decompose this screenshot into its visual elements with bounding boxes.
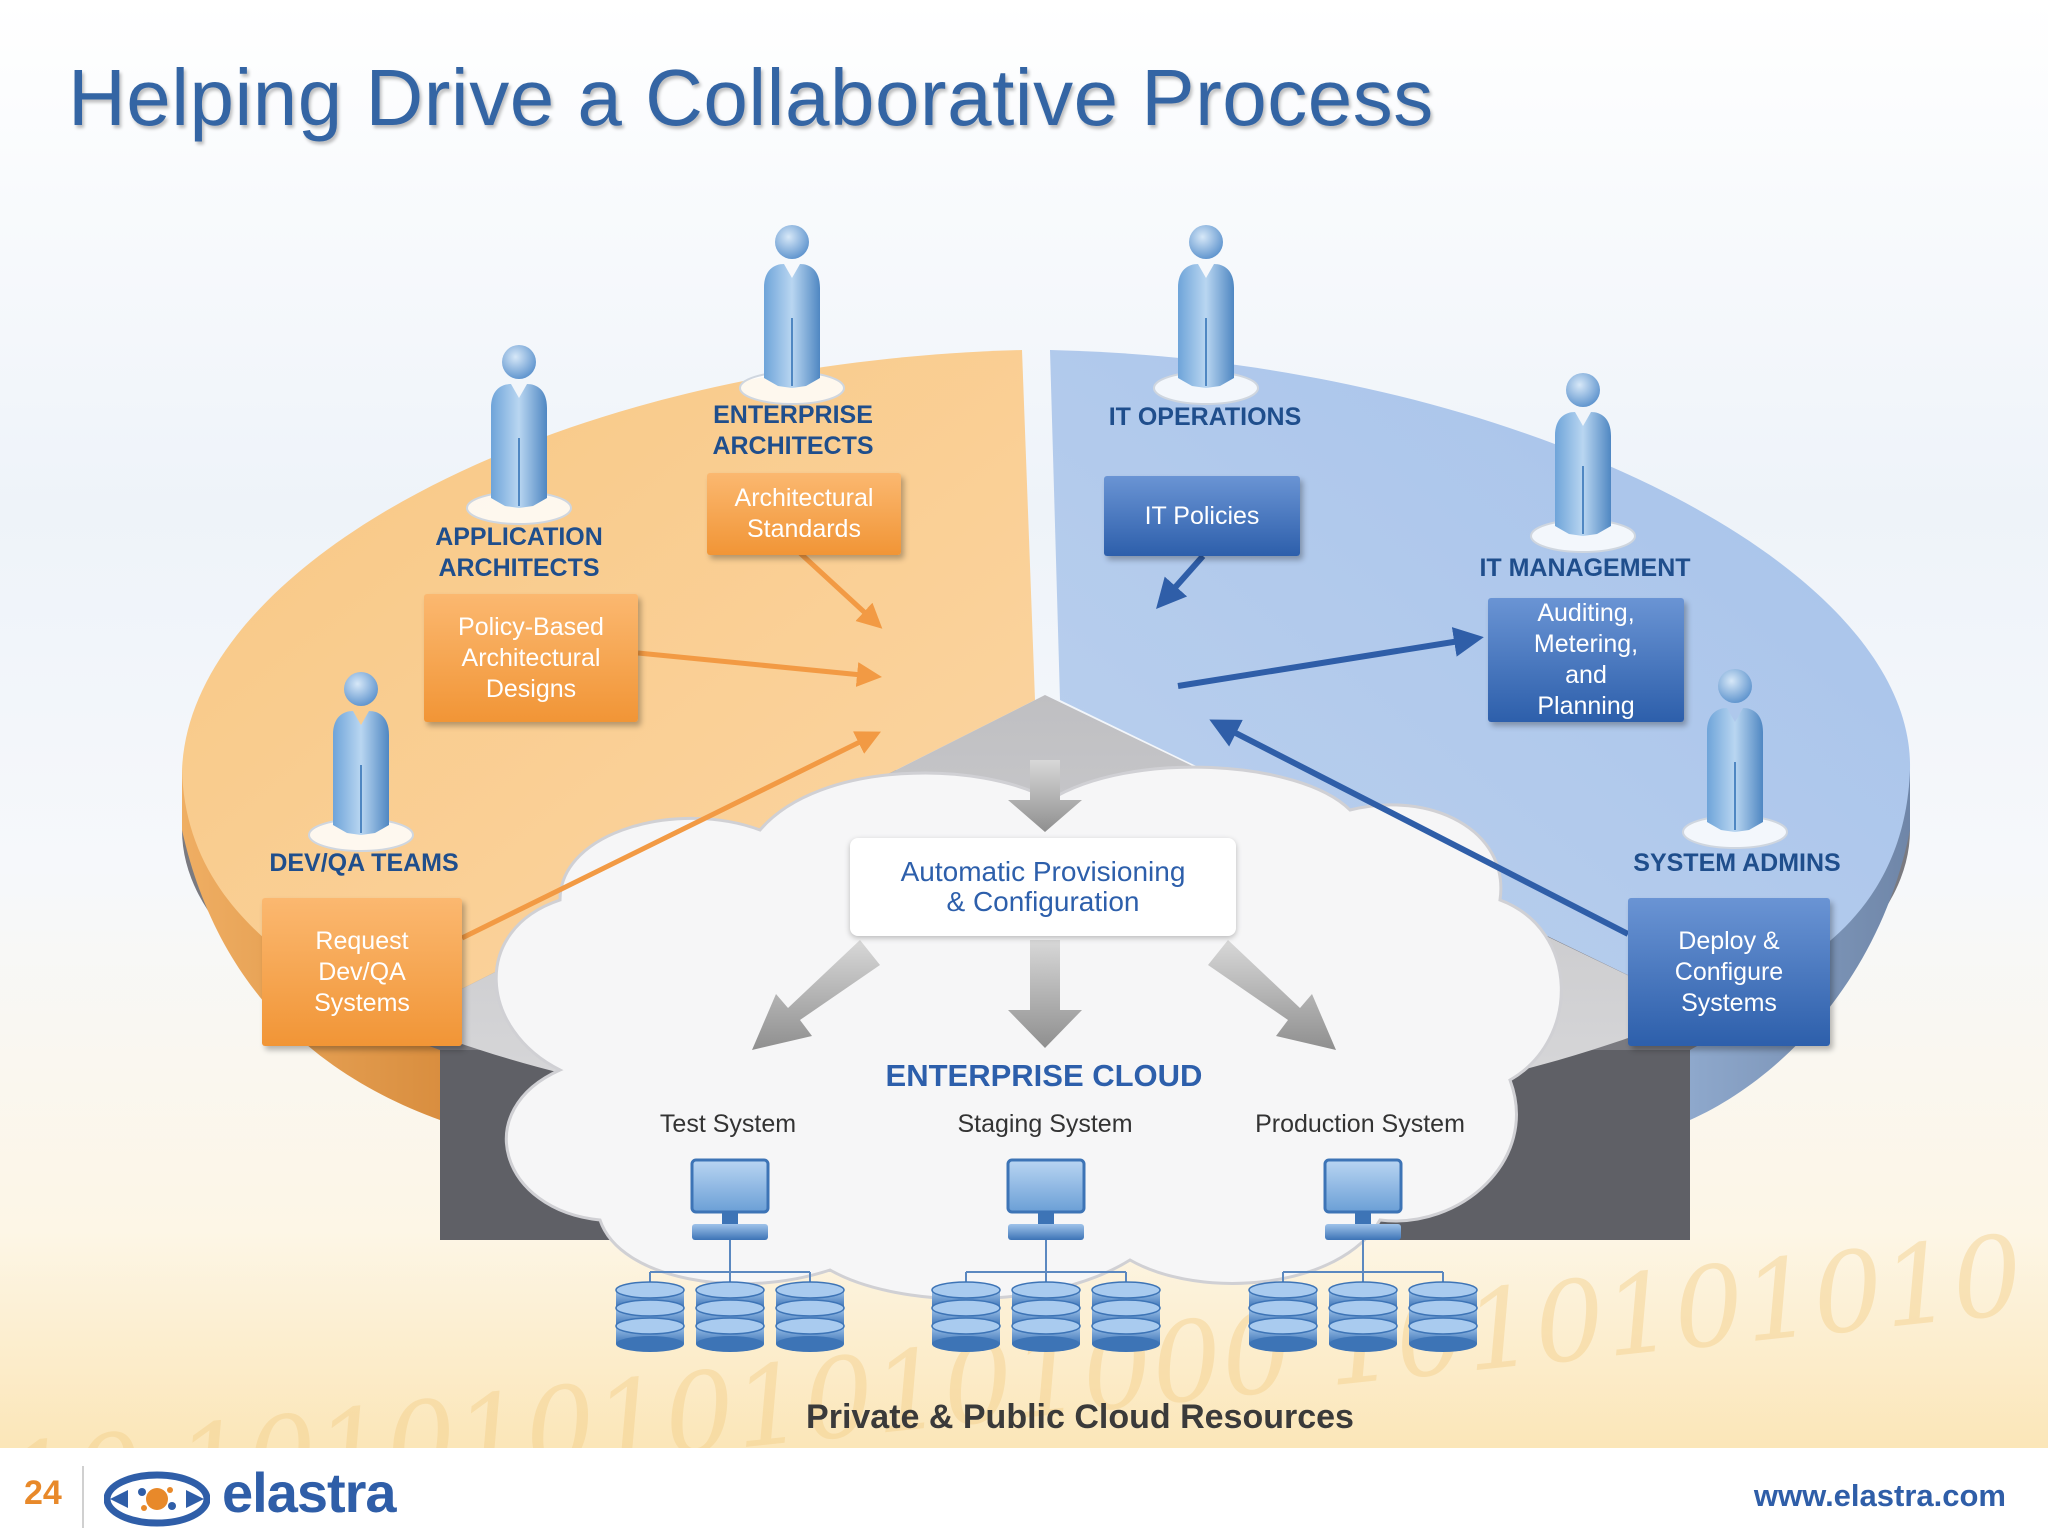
box-label: Policy-Based Architectural Designs (458, 612, 604, 703)
system-staging-icon (931, 1158, 1161, 1352)
footer-url[interactable]: www.elastra.com (1753, 1478, 2006, 1513)
enterprise-cloud-title: ENTERPRISE CLOUD (885, 1058, 1203, 1093)
box-it-policies: IT Policies (1104, 476, 1300, 556)
box-label: Auditing, Metering, and Planning (1533, 599, 1639, 720)
slide-title: Helping Drive a Collaborative Process (68, 53, 1434, 142)
role-label: IT MANAGEMENT (1479, 554, 1691, 582)
resources-label: Private & Public Cloud Resources (806, 1398, 1354, 1436)
box-label: IT Policies (1144, 501, 1260, 530)
person-it-operations-icon (1153, 225, 1259, 405)
provisioning-line-2: & Configuration (946, 886, 1140, 917)
footer-bar (0, 1448, 2048, 1536)
role-label: ENTERPRISE ARCHITECTS (712, 401, 874, 460)
page-number: 24 (24, 1474, 62, 1512)
system-production-icon (1248, 1158, 1478, 1352)
elastra-logo-text: elastra (222, 1461, 397, 1524)
box-label: Request Dev/QA Systems (314, 926, 410, 1017)
footer-divider (82, 1466, 84, 1528)
system-test-icon (615, 1158, 845, 1352)
role-label: APPLICATION ARCHITECTS (435, 523, 603, 582)
person-system-admins-icon (1682, 669, 1788, 849)
system-label-staging: Staging System (957, 1110, 1133, 1138)
box-label: Architectural Standards (734, 484, 874, 543)
person-it-management-icon (1530, 373, 1636, 553)
box-auditing-metering: Auditing, Metering, and Planning (1488, 598, 1684, 722)
person-devqa-teams-icon (308, 672, 414, 852)
role-it-management: IT MANAGEMENT (1470, 553, 1700, 584)
role-label: IT OPERATIONS (1108, 403, 1302, 431)
system-icons (615, 1158, 1478, 1352)
elastra-logo-icon (104, 1471, 210, 1527)
provisioning-arrows (752, 760, 1336, 1050)
box-label: Deploy & Configure Systems (1674, 926, 1784, 1017)
box-architectural-standards: Architectural Standards (707, 473, 901, 555)
role-enterprise-architects: ENTERPRISE ARCHITECTS (700, 400, 886, 462)
blue-flow-arrows (1156, 554, 1630, 937)
box-policy-based-designs: Policy-Based Architectural Designs (424, 594, 638, 722)
box-deploy-configure: Deploy & Configure Systems (1628, 898, 1830, 1046)
person-enterprise-architects-icon (739, 225, 845, 405)
person-application-architects-icon (466, 345, 572, 525)
system-label-production: Production System (1255, 1110, 1465, 1138)
role-it-operations: IT OPERATIONS (1100, 402, 1310, 433)
people-icons (308, 225, 1788, 852)
provisioning-line-1: Automatic Provisioning (900, 856, 1186, 887)
role-system-admins: SYSTEM ADMINS (1625, 848, 1849, 879)
orange-flow-arrows (460, 551, 883, 941)
role-devqa-teams: DEV/QA TEAMS (260, 848, 468, 879)
role-application-architects: APPLICATION ARCHITECTS (415, 522, 623, 584)
role-label: DEV/QA TEAMS (269, 849, 459, 877)
role-label: SYSTEM ADMINS (1633, 849, 1841, 877)
system-label-test: Test System (659, 1110, 797, 1138)
box-request-devqa: Request Dev/QA Systems (262, 898, 462, 1046)
provisioning-box: Automatic Provisioning & Configuration (850, 838, 1236, 936)
